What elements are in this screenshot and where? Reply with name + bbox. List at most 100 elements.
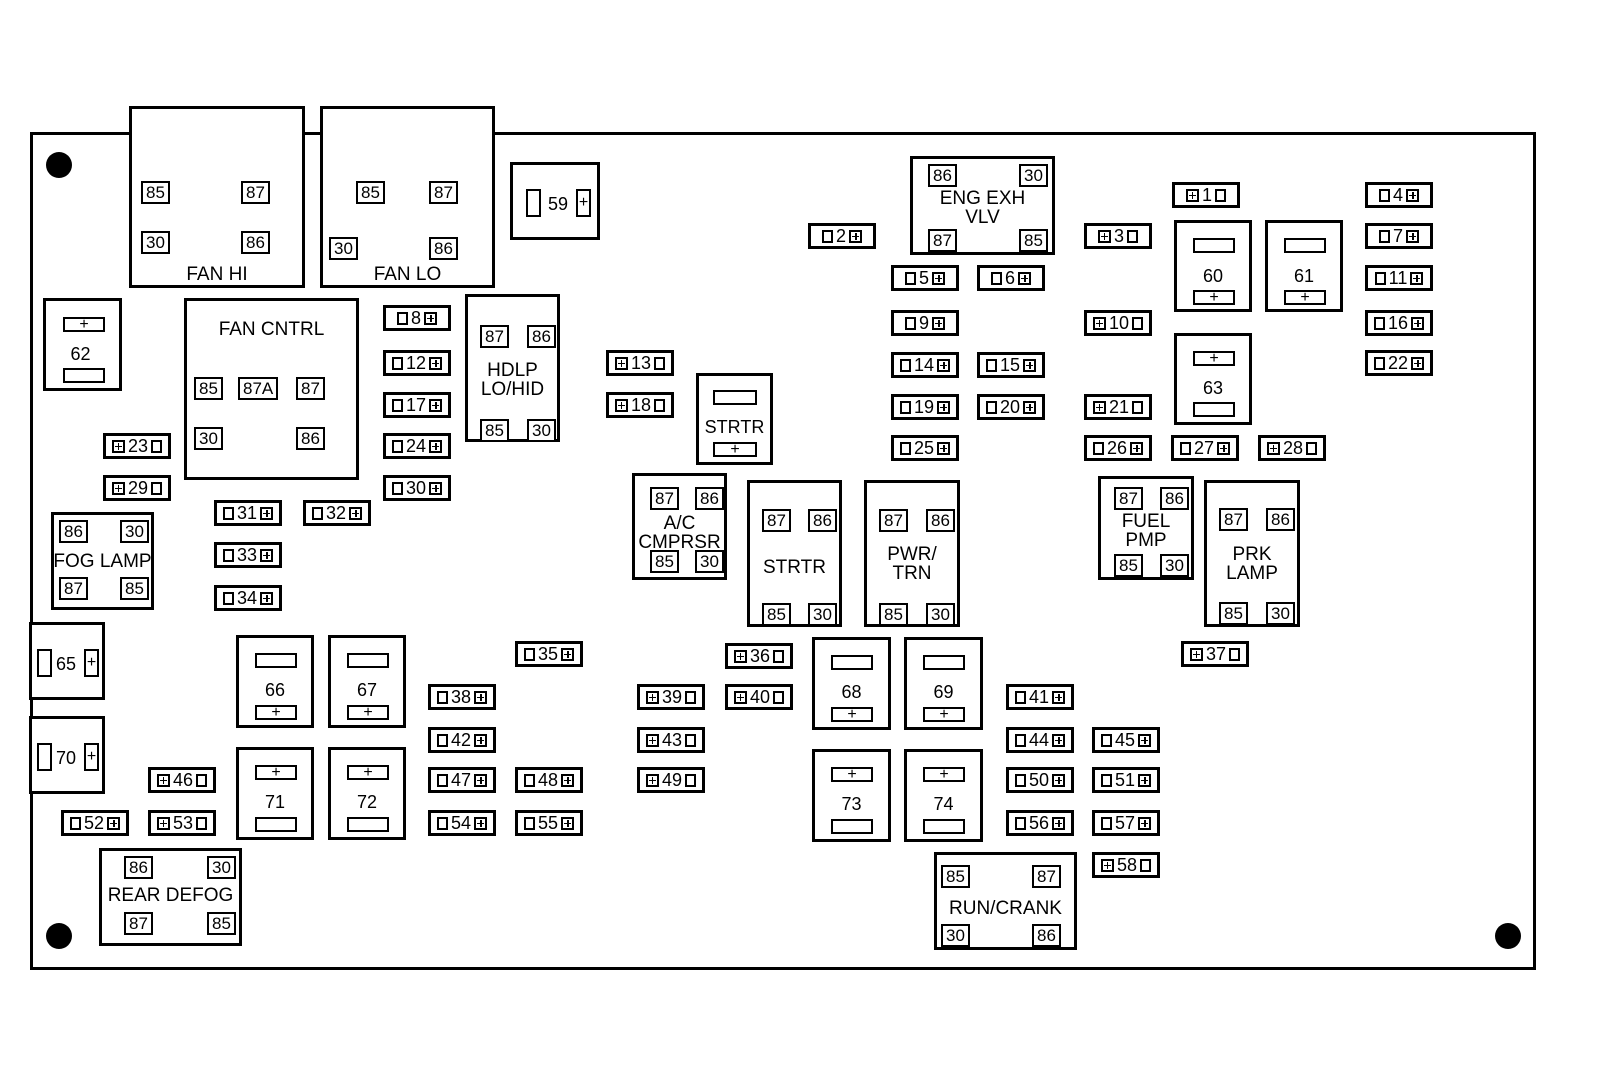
mini-fuse-16[interactable]: 16 [1365, 310, 1433, 336]
relay-ac-cmprsr[interactable]: 87 86 A/C CMPRSR 85 30 [632, 473, 727, 580]
mini-fuse-23[interactable]: 23 [103, 433, 171, 459]
mini-fuse-40[interactable]: 40 [725, 684, 793, 710]
mini-fuse-17[interactable]: 17 [383, 392, 451, 418]
mini-fuse-41[interactable]: 41 [1006, 684, 1074, 710]
mini-fuse-5[interactable]: 5 [891, 265, 959, 291]
relay-eng-exh-vlv[interactable]: 86 30 ENG EXH VLV 87 85 [910, 156, 1055, 255]
fuse-terminal [923, 819, 965, 834]
mini-fuse-29[interactable]: 29 [103, 475, 171, 501]
fuse-terminal-plus-icon [1097, 229, 1111, 243]
mini-fuse-52[interactable]: 52 [61, 810, 129, 836]
maxi-fuse-74[interactable]: + 74 [904, 749, 983, 842]
maxi-fuse-69[interactable]: 69 + [904, 637, 983, 730]
relay-label: FAN HI [186, 264, 248, 285]
mini-fuse-6[interactable]: 6 [977, 265, 1045, 291]
mini-fuse-31[interactable]: 31 [214, 500, 282, 526]
relay-fog-lamp[interactable]: 86 30 FOG LAMP 87 85 [51, 512, 154, 610]
fuse-terminal [391, 481, 403, 495]
mini-fuse-53[interactable]: 53 [148, 810, 216, 836]
mini-fuse-20[interactable]: 20 [977, 394, 1045, 420]
mini-fuse-58[interactable]: 58 [1092, 852, 1160, 878]
mini-fuse-49[interactable]: 49 [637, 767, 705, 793]
mini-fuse-3[interactable]: 3 [1084, 223, 1152, 249]
mini-fuse-22[interactable]: 22 [1365, 350, 1433, 376]
mini-fuse-33[interactable]: 33 [214, 542, 282, 568]
mini-fuse-10[interactable]: 10 [1084, 310, 1152, 336]
relay-run-crank[interactable]: 85 87 RUN/CRANK 30 86 [934, 852, 1077, 950]
mini-fuse-8[interactable]: 8 [383, 305, 451, 331]
maxi-fuse-65[interactable]: 65 + [29, 622, 105, 700]
mini-fuse-36[interactable]: 36 [725, 643, 793, 669]
relay-prk-lamp[interactable]: 87 86 PRK LAMP 85 30 [1204, 480, 1300, 627]
mini-fuse-57[interactable]: 57 [1092, 810, 1160, 836]
relay-fan-hi[interactable]: 85 87 30 86 FAN HI [129, 106, 305, 288]
mini-fuse-51[interactable]: 51 [1092, 767, 1160, 793]
fuse-number: 65 [55, 654, 77, 674]
fuse-terminal [523, 773, 535, 787]
mini-fuse-13[interactable]: 13 [606, 350, 674, 376]
mini-fuse-37[interactable]: 37 [1181, 641, 1249, 667]
fuse-number: 15 [999, 355, 1021, 375]
mini-fuse-46[interactable]: 46 [148, 767, 216, 793]
mini-fuse-26[interactable]: 26 [1084, 435, 1152, 461]
mini-fuse-1[interactable]: 1 [1172, 182, 1240, 208]
fuse-terminal-plus: + [1284, 290, 1326, 306]
mini-fuse-27[interactable]: 27 [1171, 435, 1239, 461]
relay-hdlp-lo-hid[interactable]: 87 86 HDLP LO/HID 85 30 [465, 294, 560, 442]
mini-fuse-21[interactable]: 21 [1084, 394, 1152, 420]
relay-rear-defog[interactable]: 86 30 REAR DEFOG 87 85 [99, 848, 242, 946]
maxi-fuse-66[interactable]: 66 + [236, 635, 314, 728]
maxi-fuse-68[interactable]: 68 + [812, 637, 891, 730]
maxi-fuse-72[interactable]: + 72 [328, 747, 406, 840]
fuse-terminal [255, 817, 297, 832]
relay-fan-cntrl[interactable]: FAN CNTRL 85 87A 87 30 86 [184, 298, 359, 480]
relay-fuel-pmp[interactable]: 87 86 FUEL PMP 85 30 [1098, 476, 1194, 580]
mini-fuse-54[interactable]: 54 [428, 810, 496, 836]
mini-fuse-32[interactable]: 32 [303, 500, 371, 526]
mini-fuse-34[interactable]: 34 [214, 585, 282, 611]
maxi-fuse-67[interactable]: 67 + [328, 635, 406, 728]
mini-fuse-19[interactable]: 19 [891, 394, 959, 420]
pin-87: 87 [762, 509, 791, 532]
mini-fuse-25[interactable]: 25 [891, 435, 959, 461]
mini-fuse-38[interactable]: 38 [428, 684, 496, 710]
mini-fuse-45[interactable]: 45 [1092, 727, 1160, 753]
maxi-fuse-73[interactable]: + 73 [812, 749, 891, 842]
mini-fuse-48[interactable]: 48 [515, 767, 583, 793]
mini-fuse-4[interactable]: 4 [1365, 182, 1433, 208]
maxi-fuse-59[interactable]: 59 + [510, 162, 600, 240]
mini-fuse-2[interactable]: 2 [808, 223, 876, 249]
mini-fuse-47[interactable]: 47 [428, 767, 496, 793]
relay-fan-lo[interactable]: 85 87 30 86 FAN LO [320, 106, 495, 288]
mini-fuse-43[interactable]: 43 [637, 727, 705, 753]
maxi-fuse-60[interactable]: 60 + [1174, 220, 1252, 312]
mini-fuse-28[interactable]: 28 [1258, 435, 1326, 461]
maxi-fuse-70[interactable]: 70 + [29, 716, 105, 794]
maxi-fuse-61[interactable]: 61 + [1265, 220, 1343, 312]
maxi-fuse-71[interactable]: + 71 [236, 747, 314, 840]
fuse-strtr[interactable]: STRTR + [696, 373, 773, 465]
mini-fuse-35[interactable]: 35 [515, 641, 583, 667]
relay-pwr-trn[interactable]: 87 86 PWR/ TRN 85 30 [864, 480, 960, 627]
mini-fuse-14[interactable]: 14 [891, 352, 959, 378]
mini-fuse-24[interactable]: 24 [383, 433, 451, 459]
mini-fuse-50[interactable]: 50 [1006, 767, 1074, 793]
maxi-fuse-63[interactable]: + 63 [1174, 333, 1252, 425]
maxi-fuse-62[interactable]: + 62 [43, 298, 122, 391]
mini-fuse-42[interactable]: 42 [428, 727, 496, 753]
relay-strtr[interactable]: 87 86 STRTR 85 30 [747, 480, 842, 627]
fuse-terminal-plus-icon [937, 441, 951, 455]
mini-fuse-7[interactable]: 7 [1365, 223, 1433, 249]
mini-fuse-11[interactable]: 11 [1365, 265, 1433, 291]
mini-fuse-9[interactable]: 9 [891, 310, 959, 336]
mini-fuse-56[interactable]: 56 [1006, 810, 1074, 836]
mini-fuse-12[interactable]: 12 [383, 350, 451, 376]
relay-label: REAR DEFOG [107, 885, 234, 906]
mini-fuse-55[interactable]: 55 [515, 810, 583, 836]
fuse-number: 25 [913, 438, 935, 458]
mini-fuse-18[interactable]: 18 [606, 392, 674, 418]
mini-fuse-39[interactable]: 39 [637, 684, 705, 710]
mini-fuse-30[interactable]: 30 [383, 475, 451, 501]
mini-fuse-44[interactable]: 44 [1006, 727, 1074, 753]
mini-fuse-15[interactable]: 15 [977, 352, 1045, 378]
